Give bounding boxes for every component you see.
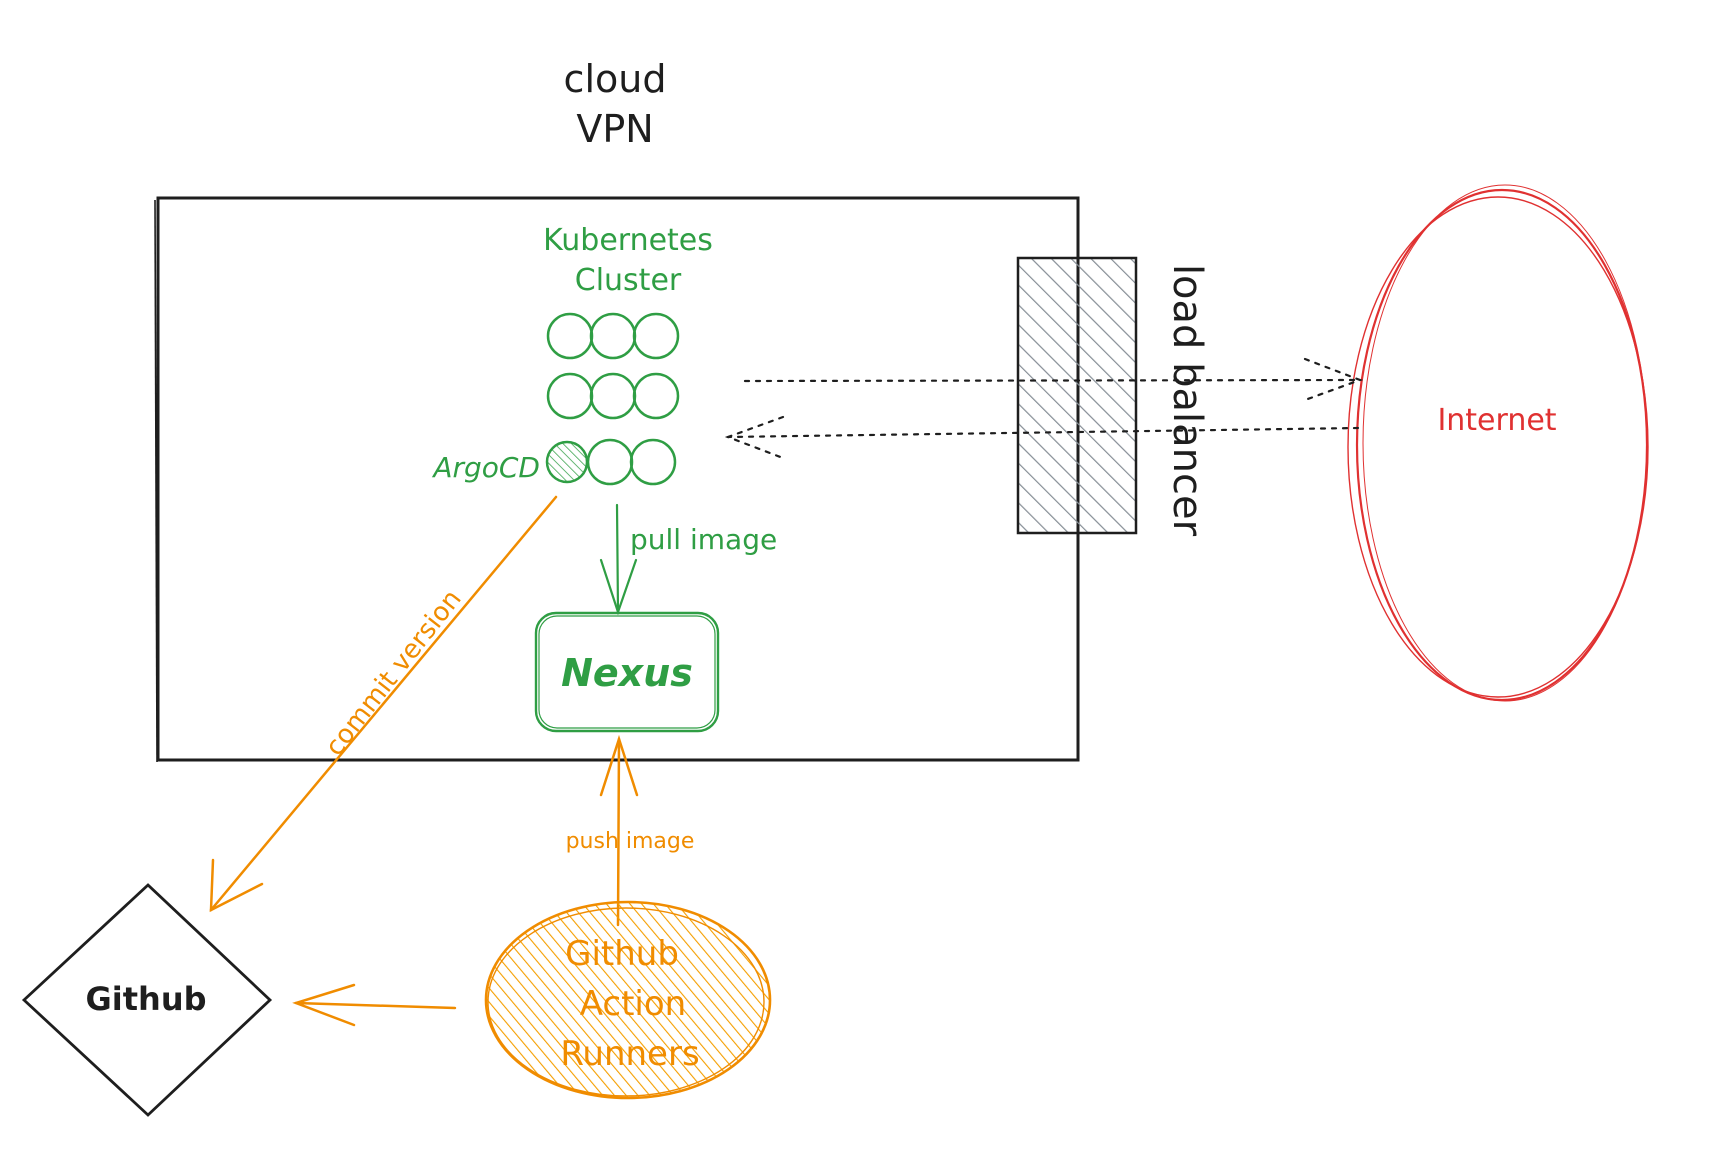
- push-image-label: push image: [566, 829, 695, 854]
- k8s-node: [589, 312, 637, 360]
- k8s-node: [629, 438, 677, 486]
- load-balancer: [1016, 256, 1138, 535]
- k8s-node: [546, 312, 594, 360]
- pull-image-arrow: [599, 503, 638, 616]
- runners-label-line2: Action: [580, 984, 686, 1024]
- k8s-node: [632, 312, 680, 360]
- k8s-title-line1: Kubernetes: [543, 223, 713, 258]
- k8s-node: [632, 372, 680, 420]
- github-diamond: [21, 883, 273, 1117]
- k8s-node: [546, 372, 594, 420]
- k8s-node: [589, 372, 637, 420]
- runners-label-line1: Github: [565, 934, 679, 974]
- github-label: Github: [86, 980, 207, 1018]
- k8s-nodes: [545, 312, 680, 486]
- commit-version-label: commit version: [320, 584, 468, 761]
- load-balancer-label: load balancer: [1164, 264, 1210, 537]
- runners-ellipse: [484, 900, 772, 1100]
- k8s-node: [586, 438, 634, 486]
- push-image-arrow: [599, 734, 639, 927]
- vpn-title-line1: cloud: [564, 57, 667, 101]
- egress-arrow: [724, 415, 1360, 460]
- internet-ellipse: [1347, 184, 1649, 702]
- nexus-box: [534, 611, 720, 733]
- nexus-label: Nexus: [561, 651, 693, 695]
- runners-to-github-arrow: [292, 983, 457, 1027]
- internet-label: Internet: [1437, 403, 1556, 438]
- argocd-label: ArgoCD: [431, 451, 540, 484]
- k8s-title-line2: Cluster: [575, 263, 682, 298]
- vpn-title-line2: VPN: [576, 107, 653, 151]
- runners-label-line3: Runners: [560, 1034, 699, 1074]
- ingress-arrow: [743, 357, 1364, 402]
- argocd-node: [545, 440, 589, 484]
- commit-version-arrow: [209, 495, 558, 913]
- pull-image-label: pull image: [630, 523, 777, 556]
